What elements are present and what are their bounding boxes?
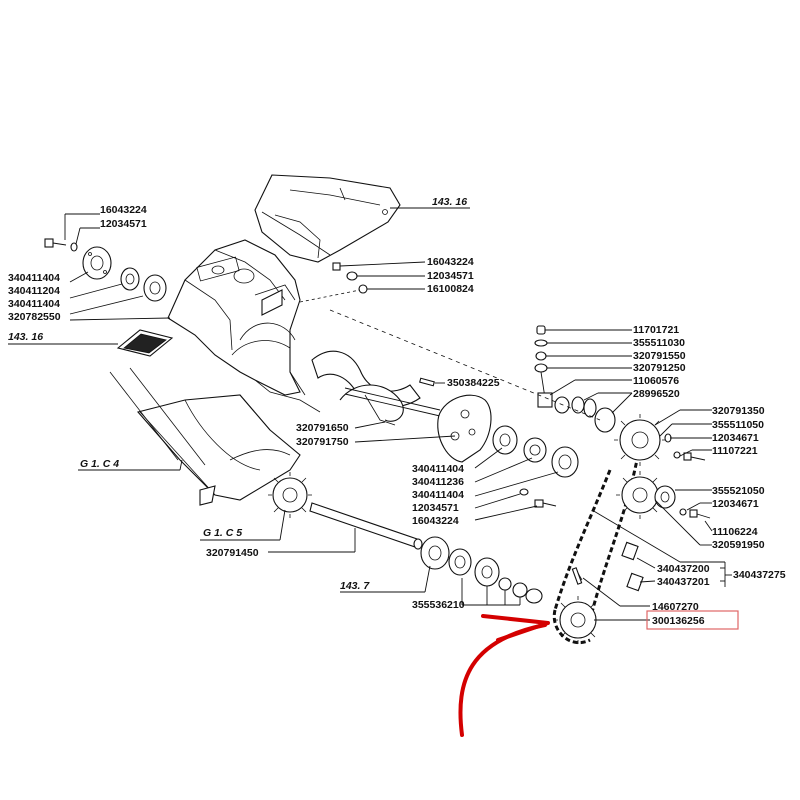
part-12034671-a: 12034671 — [712, 432, 759, 444]
part-12034571-c: 12034571 — [412, 502, 459, 514]
part-340411204: 340411204 — [8, 285, 60, 297]
upper-sprocket — [614, 414, 666, 466]
part-300136256: 300136256 — [652, 615, 705, 627]
part-340411404-b: 340411404 — [8, 298, 60, 310]
pin — [419, 377, 435, 387]
part-14607270: 14607270 — [652, 601, 699, 613]
auger — [311, 350, 441, 426]
part-11107221: 11107221 — [712, 445, 758, 457]
center-bearings — [492, 425, 579, 508]
tensioner — [534, 325, 616, 433]
part-16043224-c: 16043224 — [412, 515, 459, 527]
ref-143-16-left: 143. 16 — [8, 331, 43, 343]
right-hardware — [571, 433, 711, 592]
highlight-box — [646, 610, 739, 630]
part-12034571-b: 12034571 — [427, 270, 474, 282]
upper-housing — [254, 174, 401, 263]
labels: 143. 16 143. 16 G 1. C 4 G 1. C 5 143. 7… — [8, 196, 786, 627]
leader-lines — [8, 207, 732, 621]
lower-sprocket — [554, 596, 602, 644]
drive-chain — [552, 454, 640, 645]
part-340437200: 340437200 — [657, 563, 710, 575]
part-320791550: 320791550 — [633, 350, 686, 362]
part-355511030: 355511030 — [633, 337, 685, 349]
part-16043224-a: 16043224 — [100, 204, 147, 216]
part-320791350: 320791350 — [712, 405, 765, 417]
part-28996520: 28996520 — [633, 388, 680, 400]
part-11701721: 11701721 — [633, 324, 679, 336]
left-hardware — [44, 238, 167, 302]
red-arrow — [458, 614, 550, 737]
part-340411404-c: 340411404 — [412, 463, 464, 475]
part-320791750: 320791750 — [296, 436, 349, 448]
lower-bearings — [420, 536, 543, 604]
part-11106224: 11106224 — [712, 526, 758, 538]
part-355511050: 355511050 — [712, 419, 764, 431]
part-16100824: 16100824 — [427, 283, 474, 295]
ref-143-7: 143. 7 — [340, 580, 370, 592]
ref-143-16-top: 143. 16 — [432, 196, 467, 208]
part-320791650: 320791650 — [296, 422, 349, 434]
part-340411404-d: 340411404 — [412, 489, 464, 501]
part-320791250: 320791250 — [633, 362, 686, 374]
part-320791450: 320791450 — [206, 547, 259, 559]
part-340437275: 340437275 — [733, 569, 786, 581]
left-sprocket — [268, 472, 312, 518]
part-320591950: 320591950 — [712, 539, 765, 551]
part-340411404-a: 340411404 — [8, 272, 60, 284]
part-340411236: 340411236 — [412, 476, 464, 488]
part-320782550: 320782550 — [8, 311, 61, 323]
part-340437201: 340437201 — [657, 576, 710, 588]
part-12034571-a: 12034571 — [100, 218, 147, 230]
ref-g1-c4: G 1. C 4 — [80, 458, 119, 470]
part-16043224-b: 16043224 — [427, 256, 474, 268]
filter-plate — [116, 329, 174, 357]
part-350384225: 350384225 — [447, 377, 500, 389]
part-11060576: 11060576 — [633, 375, 679, 387]
trough — [109, 367, 301, 506]
part-355536210: 355536210 — [412, 599, 465, 611]
end-plate — [437, 394, 492, 463]
part-12034671-b: 12034671 — [712, 498, 759, 510]
main-housing — [167, 239, 321, 413]
part-355521050: 355521050 — [712, 485, 765, 497]
drive-shaft — [268, 472, 423, 550]
ref-g1-c5: G 1. C 5 — [203, 527, 242, 539]
